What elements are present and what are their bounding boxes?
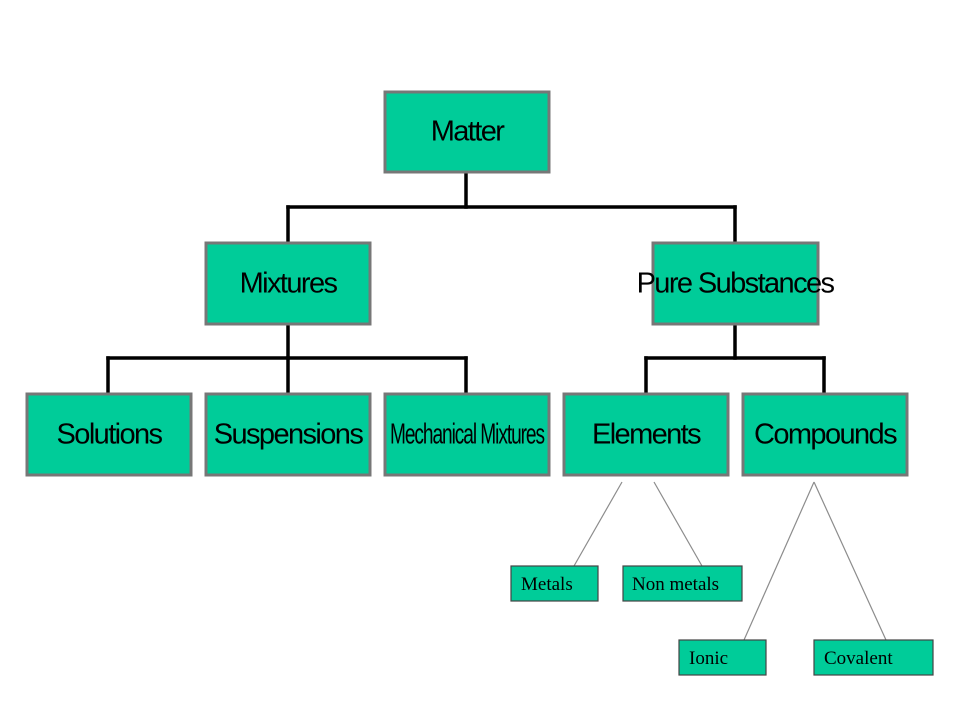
thin-connectors bbox=[573, 481, 887, 641]
node-suspensions-label: Suspensions bbox=[214, 419, 364, 451]
node-solutions-label: Solutions bbox=[57, 419, 163, 451]
node-solutions: Solutions bbox=[25, 392, 193, 477]
node-compounds-label: Compounds bbox=[754, 419, 897, 451]
line-elements-to-metals bbox=[573, 481, 623, 567]
node-covalent-label: Covalent bbox=[824, 648, 893, 669]
node-mechanical-mixtures: Mechanical Mixtures bbox=[383, 392, 551, 477]
line-elements-to-non-metals bbox=[653, 481, 703, 567]
node-compounds: Compounds bbox=[741, 392, 909, 477]
node-non-metals-label: Non metals bbox=[632, 574, 719, 595]
node-elements-label: Elements bbox=[592, 419, 701, 451]
node-non-metals: Non metals bbox=[622, 565, 743, 602]
node-pure-substances: Pure Substances bbox=[637, 241, 836, 326]
node-elements: Elements bbox=[562, 392, 730, 477]
node-matter: Matter bbox=[383, 90, 551, 174]
node-suspensions: Suspensions bbox=[204, 392, 372, 477]
node-pure-substances-label: Pure Substances bbox=[637, 268, 835, 300]
node-covalent: Covalent bbox=[813, 639, 934, 676]
node-metals-label: Metals bbox=[521, 574, 573, 595]
node-ionic: Ionic bbox=[678, 639, 767, 676]
tree-connectors bbox=[106, 170, 826, 396]
node-matter-label: Matter bbox=[431, 116, 506, 148]
line-compounds-to-ionic bbox=[743, 481, 815, 641]
line-compounds-to-covalent bbox=[813, 481, 887, 641]
node-mixtures-label: Mixtures bbox=[240, 268, 338, 300]
node-ionic-label: Ionic bbox=[689, 648, 728, 669]
node-mechanical-mixtures-label: Mechanical Mixtures bbox=[390, 419, 545, 451]
node-mixtures: Mixtures bbox=[204, 241, 372, 326]
node-metals: Metals bbox=[510, 565, 599, 602]
